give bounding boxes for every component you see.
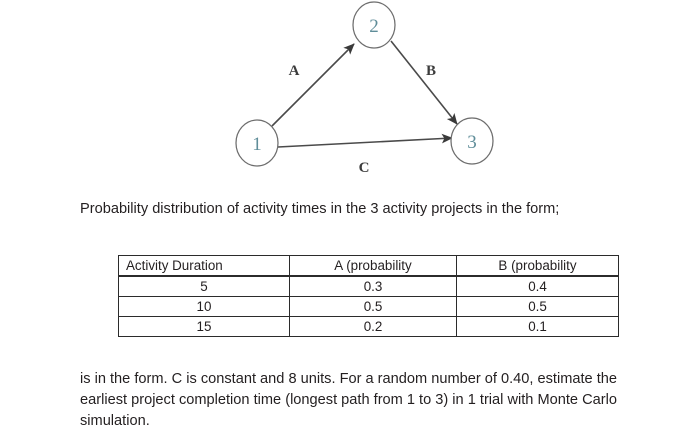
cell-b-probability: 0.1	[456, 316, 619, 337]
node-2-circle	[352, 1, 396, 49]
question-paragraph: is in the form. C is constant and 8 unit…	[80, 371, 617, 429]
table-header-row: Activity Duration A (probability B (prob…	[118, 255, 619, 277]
diagram-canvas: 1 2 3 A B C	[235, 1, 494, 176]
edge-c-arrow	[277, 133, 453, 148]
intro-paragraph: Probability distribution of activity tim…	[80, 201, 560, 217]
table-row: 5 0.3 0.4	[118, 275, 619, 297]
edge-a-label: A	[289, 63, 300, 79]
header-b-probability: B (probability	[456, 255, 619, 277]
cell-b-probability: 0.5	[456, 296, 619, 317]
cell-a-probability: 0.2	[289, 316, 457, 337]
node-2-label: 2	[369, 16, 379, 37]
node-3-circle	[450, 117, 494, 165]
edge-b-label: B	[426, 63, 436, 79]
cell-duration: 15	[118, 316, 290, 337]
table-row: 10 0.5 0.5	[118, 296, 619, 317]
table-row: 15 0.2 0.1	[118, 316, 619, 337]
cell-a-probability: 0.3	[289, 275, 457, 297]
node-1-label: 1	[252, 134, 262, 155]
probability-table: Activity Duration A (probability B (prob…	[118, 255, 619, 337]
activity-network-diagram: 1 2 3 A B C	[0, 0, 700, 192]
node-3-label: 3	[467, 132, 477, 153]
cell-duration: 10	[118, 296, 290, 317]
cell-duration: 5	[118, 275, 290, 297]
header-a-probability: A (probability	[289, 255, 457, 277]
edge-a-arrow	[271, 43, 355, 127]
edge-b-arrow	[390, 40, 458, 125]
probability-table-wrapper: Activity Duration A (probability B (prob…	[118, 255, 619, 337]
node-1-circle	[235, 119, 279, 167]
cell-a-probability: 0.5	[289, 296, 457, 317]
edge-c-label: C	[359, 160, 370, 176]
header-activity-duration: Activity Duration	[118, 255, 290, 277]
cell-b-probability: 0.4	[456, 275, 619, 297]
